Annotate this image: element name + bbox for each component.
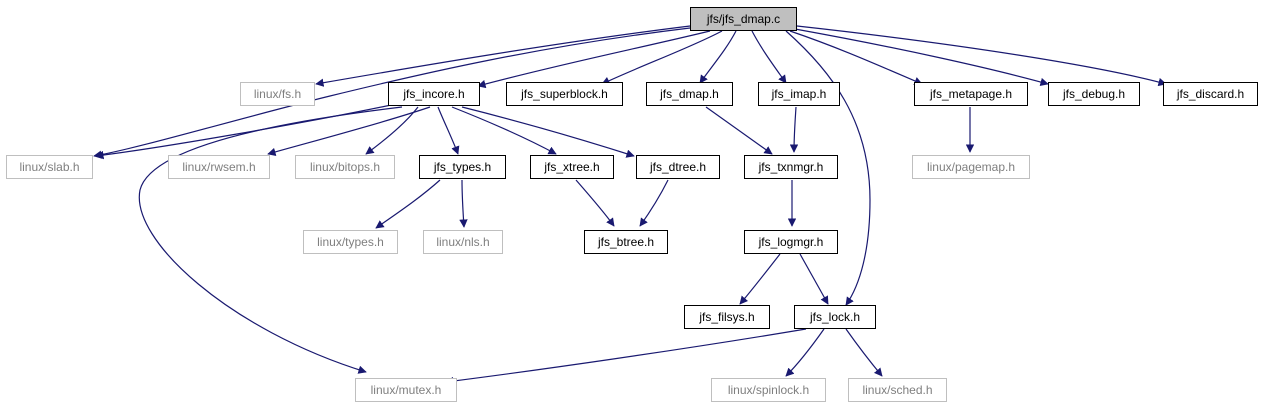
node-linux-rwsem-h: linux/rwsem.h [168,155,270,179]
edge-root-metapage [789,30,923,85]
edge-root-fs [315,25,691,87]
node-linux-types-h: linux/types.h [303,230,398,254]
node-jfs-imap-h[interactable]: jfs_imap.h [758,82,840,106]
node-jfs-discard-h[interactable]: jfs_discard.h [1163,82,1258,106]
node-jfs-dmap-c: jfs/jfs_dmap.c [690,7,797,31]
edge-incore-dtree [461,106,635,158]
node-jfs-debug-h[interactable]: jfs_debug.h [1048,82,1140,106]
edge-root-superblock [601,30,723,85]
edge-lock-sched [845,328,883,377]
node-jfs-txnmgr-h[interactable]: jfs_txnmgr.h [744,155,838,179]
node-jfs-metapage-h[interactable]: jfs_metapage.h [914,82,1028,106]
node-jfs-xtree-h[interactable]: jfs_xtree.h [530,155,614,179]
edge-lock-spinlock [785,328,825,377]
node-jfs-lock-h[interactable]: jfs_lock.h [794,305,876,329]
node-jfs-dtree-h[interactable]: jfs_dtree.h [636,155,720,179]
node-linux-nls-h: linux/nls.h [423,230,503,254]
edge-incore-slab [95,103,397,160]
edge-logmgr-filsys [739,253,781,305]
edge-root-slab [93,27,691,159]
edge-root-incore [477,30,711,89]
edge-incore-bitops [365,106,419,155]
node-linux-fs-h: linux/fs.h [240,82,315,106]
node-jfs-superblock-h[interactable]: jfs_superblock.h [506,82,623,106]
node-linux-slab-h: linux/slab.h [6,155,93,179]
edge-root-lock [785,30,871,306]
node-jfs-logmgr-h[interactable]: jfs_logmgr.h [744,230,838,254]
node-linux-bitops-h: linux/bitops.h [295,155,395,179]
node-jfs-filsys-h[interactable]: jfs_filsys.h [684,305,770,329]
edge-incore-mutex [138,106,403,374]
edge-types-ltypes [375,179,441,229]
edge-dtree-btree [639,179,669,227]
edge-dmap-txnmgr [705,106,773,155]
edge-logmgr-lock [799,253,829,305]
edge-incore-xtree [451,106,557,155]
edge-incore-rwsem [267,106,431,156]
edge-root-discard [796,25,1167,87]
node-linux-pagemap-h: linux/pagemap.h [912,155,1030,179]
edge-imap-txnmgr [789,106,799,153]
edge-incore-types [437,106,460,155]
node-linux-sched-h: linux/sched.h [848,378,947,402]
node-linux-spinlock-h: linux/spinlock.h [711,378,826,402]
node-jfs-types-h[interactable]: jfs_types.h [419,155,506,179]
edge-root-imap [751,30,787,84]
node-jfs-dmap-h[interactable]: jfs_dmap.h [646,82,733,106]
edge-types-nls [459,179,468,228]
edge-root-dmap [699,30,737,84]
node-jfs-incore-h[interactable]: jfs_incore.h [388,82,480,106]
edge-xtree-btree [575,179,615,227]
edge-root-debug [794,28,1049,87]
node-linux-mutex-h: linux/mutex.h [355,378,457,402]
node-jfs-btree-h[interactable]: jfs_btree.h [584,230,668,254]
edge-lock-mutex [445,328,807,386]
